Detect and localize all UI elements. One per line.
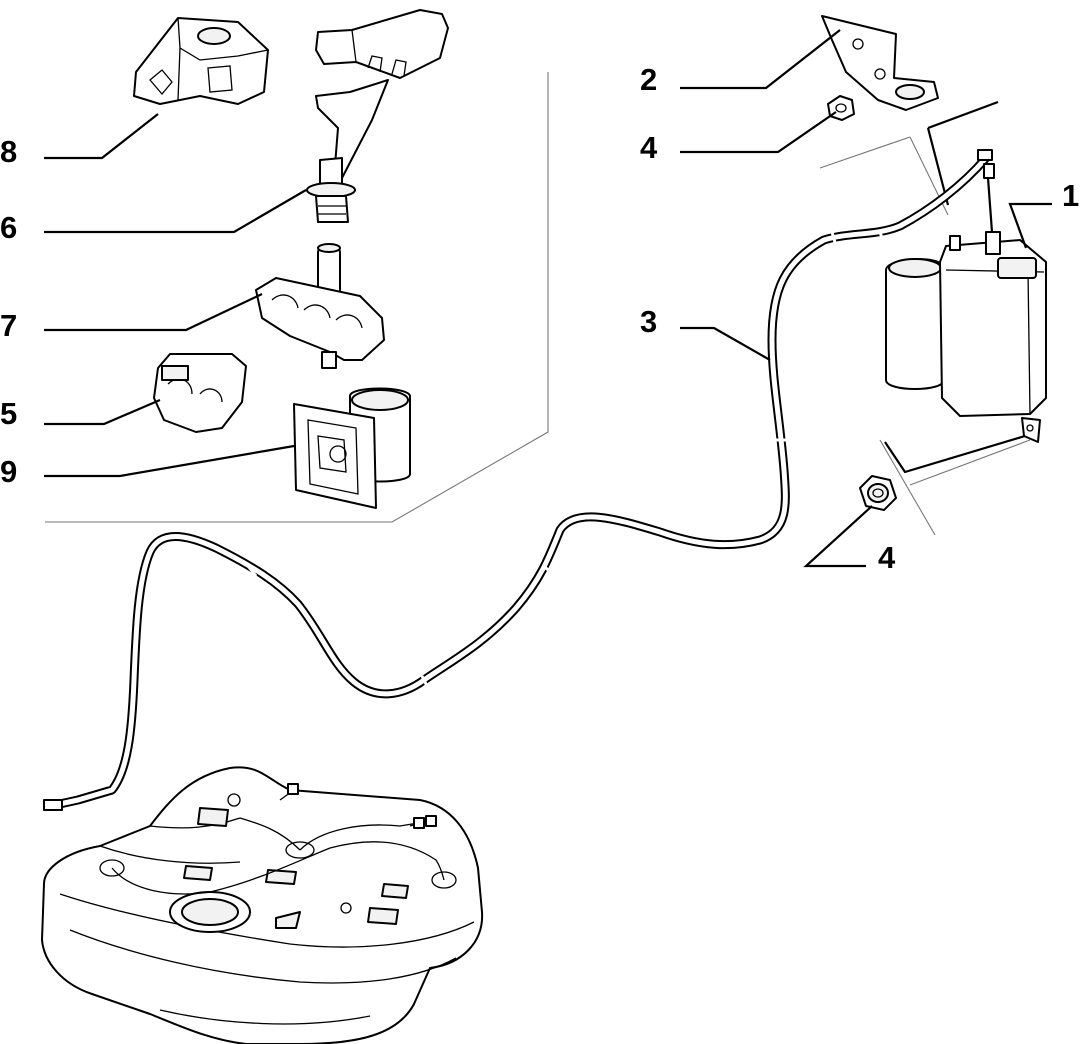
inset-frame bbox=[45, 72, 549, 523]
part-4-nut-upper bbox=[827, 95, 855, 121]
leader-8 bbox=[44, 113, 159, 160]
part-3-hose bbox=[43, 149, 995, 811]
part-6-bracket bbox=[306, 9, 449, 223]
leader-9 bbox=[44, 444, 295, 478]
leader-4a bbox=[680, 111, 837, 154]
callout-1: 1 bbox=[1062, 178, 1079, 213]
callout-3: 3 bbox=[640, 304, 657, 339]
callout-7: 7 bbox=[0, 308, 17, 343]
part-8-connector bbox=[133, 17, 269, 105]
callout-9: 9 bbox=[0, 454, 17, 489]
leader-lines bbox=[44, 29, 1052, 568]
callout-4-lower: 4 bbox=[878, 540, 896, 575]
leader-3 bbox=[680, 326, 771, 361]
leader-4b bbox=[803, 505, 873, 568]
callout-4-upper: 4 bbox=[640, 130, 658, 165]
leader-5 bbox=[44, 398, 161, 426]
part-9-plate bbox=[293, 387, 411, 509]
guide-lines bbox=[819, 100, 1031, 536]
leader-2 bbox=[680, 29, 841, 90]
callout-labels: 1 2 3 4 4 5 6 7 8 9 bbox=[0, 62, 1079, 575]
part-2-bracket bbox=[821, 15, 939, 111]
callout-6: 6 bbox=[0, 210, 17, 245]
leader-1 bbox=[1008, 202, 1052, 249]
part-5-clip bbox=[153, 353, 247, 433]
leader-7 bbox=[44, 293, 263, 332]
callout-2: 2 bbox=[640, 62, 657, 97]
leader-6 bbox=[44, 189, 307, 234]
part-7-clip bbox=[255, 243, 385, 369]
part-4-nut-lower bbox=[859, 475, 897, 511]
callout-8: 8 bbox=[0, 134, 17, 169]
part-1-canister bbox=[885, 231, 1047, 443]
callout-5: 5 bbox=[0, 396, 17, 431]
fuel-tank bbox=[41, 766, 484, 1044]
